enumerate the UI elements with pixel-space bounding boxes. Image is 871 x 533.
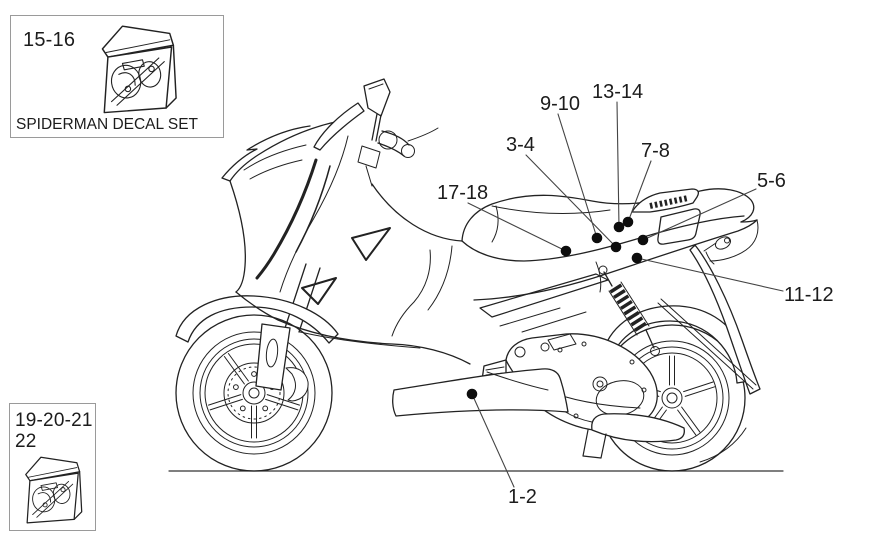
passenger-peg (547, 333, 577, 351)
callout-dots (466, 216, 649, 400)
front-fairing (221, 102, 471, 365)
rear-decal-part-numbers-line1: 19-20-21 (15, 410, 93, 431)
seat (461, 188, 755, 243)
callout-dot-11-12 (631, 252, 643, 264)
front-fork (255, 263, 321, 391)
callout-label-5-6: 5-6 (757, 170, 786, 192)
brake-disc (223, 362, 285, 424)
decal-package-icon (101, 25, 177, 114)
turn-signal (703, 242, 717, 252)
callout-label-11-12: 11-12 (784, 284, 834, 306)
mirror (363, 78, 391, 117)
exhaust-muffler (591, 413, 685, 443)
rear-decal-part-numbers-line2: 22 (15, 431, 37, 452)
callout-dot-9-10 (591, 232, 603, 244)
callout-label-1-2: 1-2 (508, 486, 537, 508)
callout-dot-17-18 (560, 245, 572, 257)
lower-cowl (392, 368, 569, 417)
side-vent (351, 227, 391, 261)
front-wheel (175, 314, 333, 472)
handlebar (357, 78, 439, 187)
callout-dot-5-6 (637, 234, 649, 246)
center-stand (582, 429, 607, 459)
callout-dot-3-4 (610, 241, 622, 253)
mid-stripe (479, 273, 609, 318)
callout-leader-lines (467, 101, 784, 488)
spiderman-decal-set-box: 15-16 SPIDERMAN DECAL SET (10, 15, 224, 138)
callout-dot-13-14 (613, 221, 625, 233)
throttle-grip (401, 144, 415, 158)
callout-label-13-14: 13-14 (592, 81, 643, 103)
callout-label-9-10: 9-10 (540, 93, 580, 115)
callout-dot-1-2 (466, 388, 478, 400)
callout-dot-7-8 (622, 216, 634, 228)
taillight-recess (657, 208, 701, 245)
callout-label-3-4: 3-4 (506, 134, 535, 156)
rear-body-panel (461, 215, 759, 352)
decal-set-caption: SPIDERMAN DECAL SET (16, 116, 199, 133)
side-vent (301, 277, 337, 305)
rear-mudflap (657, 244, 761, 395)
rear-decal-set-box: 19-20-21 22 (9, 403, 96, 531)
brake-lever (407, 127, 439, 142)
callout-label-17-18: 17-18 (437, 182, 488, 204)
tail-section (631, 188, 732, 265)
callout-label-7-8: 7-8 (641, 140, 670, 162)
decal-package-icon (25, 456, 83, 524)
decal-set-part-numbers: 15-16 (23, 29, 76, 51)
callout-labels: 1-2 3-4 5-6 7-8 9-10 11-12 13-14 17-18 (437, 81, 834, 508)
brake-caliper (285, 367, 309, 402)
